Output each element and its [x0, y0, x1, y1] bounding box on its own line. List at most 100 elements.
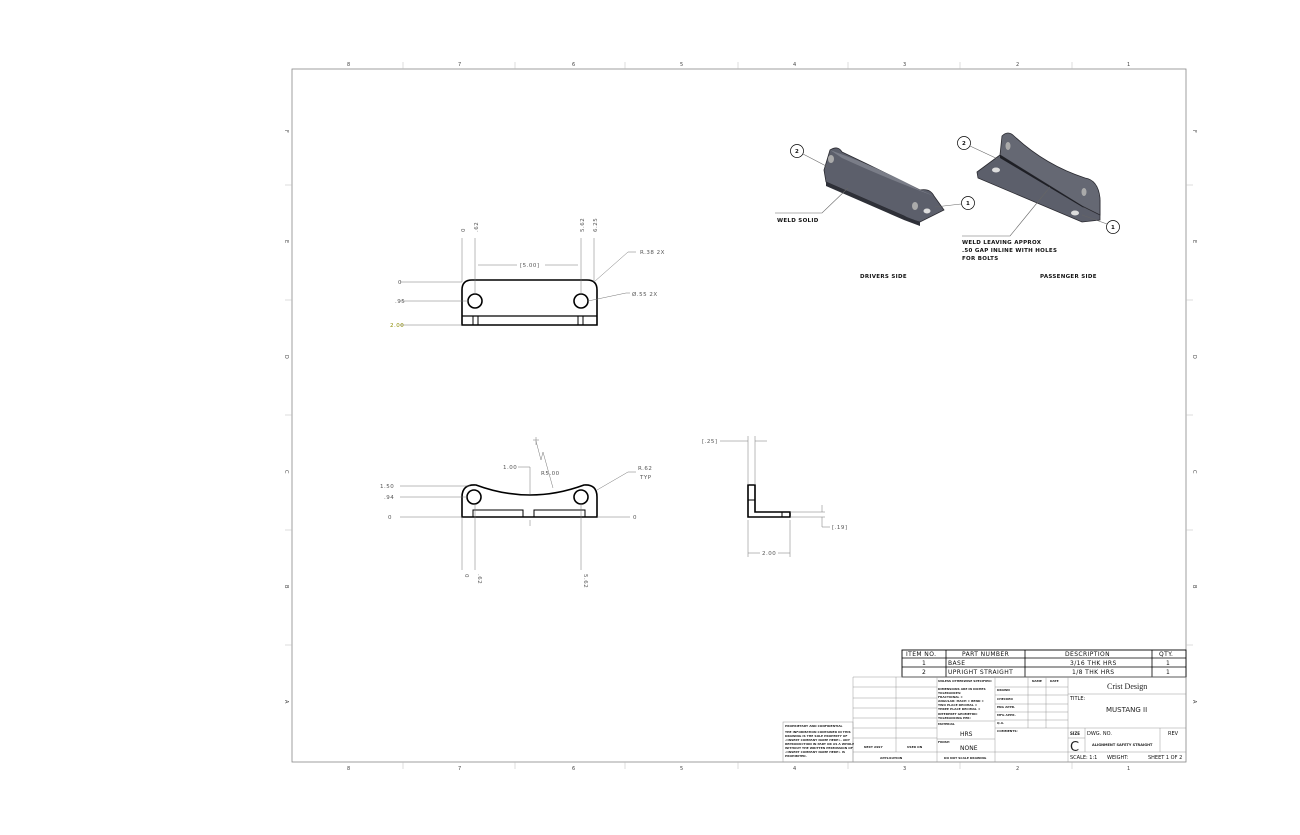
front-view-outline [461, 484, 598, 518]
sheet-size: C [1070, 740, 1079, 755]
balloon-2 [790, 144, 804, 158]
zone-marker: 1 [1127, 62, 1130, 68]
hole [573, 489, 589, 505]
dim-label: .95 [395, 299, 405, 305]
hole [467, 293, 483, 309]
zone-marker: F [283, 130, 289, 133]
tb-label: WITHOUT THE WRITTEN PERMISSION OF [785, 746, 853, 750]
zone-marker: E [1191, 240, 1197, 243]
zone-marker: 7 [458, 62, 461, 68]
dim-label: 1.50 [380, 484, 394, 490]
tb-label: WEIGHT: [1107, 755, 1129, 761]
hole [466, 489, 482, 505]
bom-cell: 1/8 THK HRS [1072, 669, 1114, 676]
zone-marker: D [1191, 355, 1197, 359]
tb-label: Q.A. [997, 721, 1004, 725]
top-view: 0 .62 5.62 6.25 0 .95 2.00 [5.00] R.38 2… [390, 218, 665, 329]
bom-cell: BASE [948, 660, 965, 667]
tb-label: COMMENTS: [997, 729, 1018, 733]
sheet-border [291, 68, 1187, 763]
tb-label: THREE PLACE DECIMAL ± [938, 707, 981, 711]
zone-marker: 7 [458, 766, 461, 772]
bom-cell: UPRIGHT STRAIGHT [948, 669, 1013, 676]
zone-marker: A [1191, 700, 1197, 704]
bom-header: QTY. [1159, 651, 1173, 658]
dim-label: R.62 [638, 466, 652, 472]
bom-cell: 3/16 THK HRS [1070, 660, 1117, 667]
zone-marker: 4 [793, 766, 796, 772]
zone-marker: 5 [680, 62, 683, 68]
sheet-number: SHEET 1 OF 2 [1148, 755, 1182, 761]
tb-label: DIMENSIONS ARE IN INCHES [938, 687, 986, 691]
weld-solid-note: WELD SOLID [777, 218, 819, 224]
company-name: Crist Design [1107, 682, 1147, 691]
balloon-1 [961, 196, 975, 210]
tb-label: PROHIBITED. [785, 754, 807, 758]
dim-label: 0 [463, 574, 469, 578]
dim-label: 2.00 [390, 323, 404, 329]
tb-label: TOLERANCES: [938, 691, 961, 695]
zone-marker: A [283, 700, 289, 704]
balloon-2 [957, 136, 971, 150]
bom-cell: 1 [1166, 660, 1170, 667]
drivers-side-label: DRIVERS SIDE [860, 274, 907, 280]
dim-label: [.19] [832, 525, 848, 531]
side-view: [.25] [.19] 2.00 [702, 436, 848, 557]
top-view-outline [461, 279, 598, 326]
zone-marker: D [283, 355, 289, 359]
dim-label: .62 [474, 222, 480, 232]
drawing-number: ALIGNMENT SAFETY STRAIGHT [1092, 743, 1153, 747]
dim-label: 5.62 [582, 574, 588, 588]
tb-label: DO NOT SCALE DRAWING [944, 756, 987, 760]
dim-label: TYP [639, 475, 652, 481]
dim-label: Ø.55 2X [632, 291, 658, 298]
tb-label: DRAWING IS THE SOLE PROPERTY OF [785, 734, 847, 738]
tb-label: THE INFORMATION CONTAINED IN THIS [785, 730, 851, 734]
hole [573, 293, 589, 309]
dim-label: R5.00 [541, 471, 560, 477]
finish-value: NONE [960, 745, 978, 752]
bom-header: DESCRIPTION [1065, 651, 1110, 658]
bill-of-materials: ITEM NO. PART NUMBER DESCRIPTION QTY. 1 … [901, 649, 1187, 678]
tb-label: PROPRIETARY AND CONFIDENTIAL [785, 724, 843, 728]
zone-marker: E [283, 240, 289, 243]
tb-label: MFG APPR. [997, 713, 1016, 717]
zone-marker: B [1191, 585, 1197, 589]
zone-marker: C [1191, 470, 1197, 474]
tb-label: TWO PLACE DECIMAL ± [938, 703, 978, 707]
zone-marker: 2 [1016, 766, 1019, 772]
tb-label: USED ON [907, 745, 923, 749]
tb-label: NEXT ASSY [864, 745, 883, 749]
weld-gap-note: WELD LEAVING APPROX [962, 240, 1042, 246]
zone-marker: 2 [1016, 62, 1019, 68]
bom-header: PART NUMBER [962, 651, 1009, 658]
dim-label: [.25] [702, 439, 718, 445]
tb-label: APPLICATION [880, 756, 903, 760]
tb-label: INTERPRET GEOMETRIC [938, 712, 978, 716]
tb-label: ENG APPR. [997, 705, 1015, 709]
side-view-outline [747, 484, 791, 518]
zone-marker: 3 [903, 766, 906, 772]
dim-label: 2.00 [762, 551, 776, 557]
zone-marker: 5 [680, 766, 683, 772]
passenger-side-label: PASSENGER SIDE [1040, 274, 1097, 280]
bom-header: ITEM NO. [906, 651, 936, 658]
zone-marker: 3 [903, 62, 906, 68]
zone-marker: 8 [347, 766, 350, 772]
balloon-label: 2 [962, 141, 966, 147]
dim-label: 0 [461, 228, 467, 232]
tb-label: TITLE: [1069, 696, 1086, 702]
dim-label: R.38 2X [640, 250, 665, 256]
dim-label: 1.00 [503, 465, 517, 471]
tb-label: DWG. NO. [1087, 731, 1112, 737]
isometric-passenger-side: 2 1 WELD LEAVING APPROX .50 GAP INLINE W… [957, 132, 1120, 280]
tb-label: CHECKED [997, 697, 1013, 701]
tb-label: FRACTIONAL ± [938, 695, 963, 699]
tb-label: REPRODUCTION IN PART OR AS A WHOLE [785, 742, 854, 746]
dim-label: 0 [398, 280, 402, 286]
balloon-label: 1 [1111, 225, 1115, 231]
zone-marker: 6 [572, 62, 575, 68]
tb-label: SIZE [1070, 731, 1080, 736]
